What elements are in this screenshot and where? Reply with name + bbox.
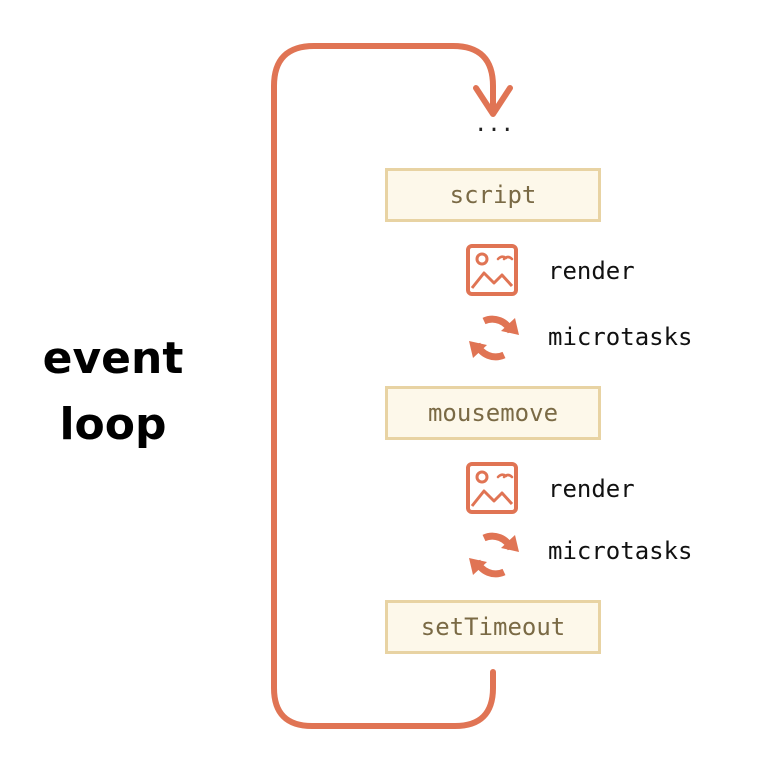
ellipsis: ... <box>474 112 514 137</box>
step-label-render: render <box>548 475 635 503</box>
step-label-microtasks: microtasks <box>548 323 693 351</box>
loop-arrow-path <box>271 43 496 729</box>
task-box-mousemove: mousemove <box>385 386 601 440</box>
image-icon <box>466 244 518 296</box>
loop-arrowhead <box>473 85 513 117</box>
step-label-microtasks: microtasks <box>548 537 693 565</box>
title-line-event: event <box>42 333 184 384</box>
image-icon <box>466 462 518 514</box>
step-label-render: render <box>548 257 635 285</box>
task-box-script: script <box>385 168 601 222</box>
event-loop-title: event loop <box>0 326 226 458</box>
title-line-loop: loop <box>59 399 167 450</box>
cycle-arrows-icon <box>469 315 519 361</box>
task-box-settimeout: setTimeout <box>385 600 601 654</box>
cycle-arrows-icon <box>469 532 519 578</box>
